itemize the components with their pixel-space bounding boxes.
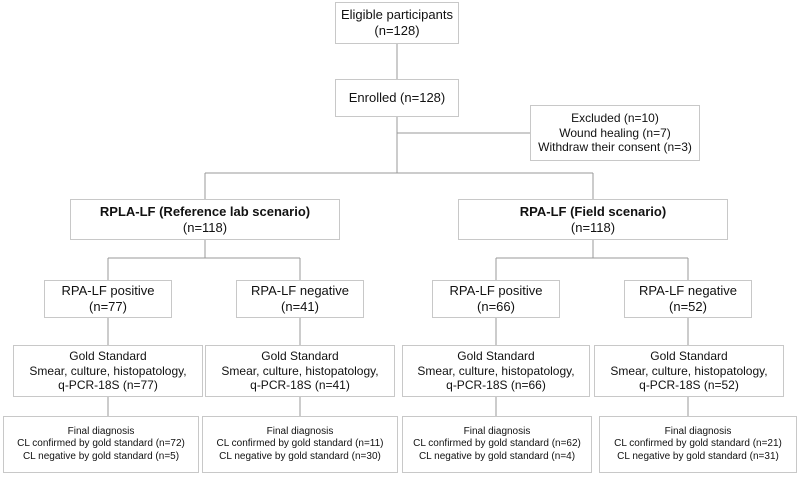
result-count: (n=52)	[669, 299, 707, 314]
final-title: Final diagnosis	[266, 425, 334, 437]
final-line: CL confirmed by gold standard (n=11)	[216, 438, 384, 450]
gold-standard-box: Gold Standard Smear, culture, histopatol…	[402, 345, 590, 397]
excluded-reason: Withdraw their consent (n=3)	[538, 140, 692, 155]
eligible-count: (n=128)	[374, 23, 420, 38]
arm-box-field: RPA-LF (Field scenario) (n=118)	[458, 199, 728, 240]
arm-box-reference-lab: RPLA-LF (Reference lab scenario) (n=118)	[70, 199, 340, 240]
final-diagnosis-box: Final diagnosis CL confirmed by gold sta…	[3, 416, 199, 473]
eligible-box: Eligible participants (n=128)	[335, 2, 459, 44]
result-label: RPA-LF negative	[250, 283, 350, 299]
gold-standard-box: Gold Standard Smear, culture, histopatol…	[594, 345, 784, 397]
enrolled-box: Enrolled (n=128)	[335, 79, 459, 117]
gold-line: Smear, culture, histopatology,	[221, 363, 379, 378]
final-line: CL confirmed by gold standard (n=21)	[614, 438, 782, 450]
gold-title: Gold Standard	[69, 349, 147, 364]
gold-title: Gold Standard	[261, 349, 339, 364]
gold-title: Gold Standard	[650, 349, 728, 364]
gold-line: q-PCR-18S (n=52)	[639, 378, 739, 393]
final-title: Final diagnosis	[664, 425, 732, 437]
final-title: Final diagnosis	[463, 425, 531, 437]
result-count: (n=41)	[281, 299, 319, 314]
final-line: CL negative by gold standard (n=4)	[418, 450, 576, 462]
final-line: CL confirmed by gold standard (n=72)	[17, 438, 185, 450]
result-box-negative: RPA-LF negative (n=41)	[236, 280, 364, 318]
enrolled-title: Enrolled (n=128)	[348, 90, 446, 106]
final-diagnosis-box: Final diagnosis CL confirmed by gold sta…	[402, 416, 592, 473]
gold-line: Smear, culture, histopatology,	[29, 363, 187, 378]
final-diagnosis-box: Final diagnosis CL confirmed by gold sta…	[599, 416, 797, 473]
gold-line: Smear, culture, histopatology,	[610, 363, 768, 378]
eligible-title: Eligible participants	[340, 7, 453, 23]
arm-count: (n=118)	[182, 219, 228, 235]
final-line: CL confirmed by gold standard (n=62)	[413, 438, 581, 450]
gold-title: Gold Standard	[457, 349, 535, 364]
result-count: (n=77)	[89, 299, 127, 314]
final-diagnosis-box: Final diagnosis CL confirmed by gold sta…	[202, 416, 398, 473]
result-label: RPA-LF positive	[449, 283, 543, 299]
excluded-reason: Wound healing (n=7)	[559, 125, 671, 140]
gold-line: Smear, culture, histopatology,	[417, 363, 575, 378]
result-label: RPA-LF positive	[61, 283, 155, 299]
gold-line: q-PCR-18S (n=77)	[58, 378, 158, 393]
excluded-title: Excluded (n=10)	[571, 111, 659, 126]
arm-count: (n=118)	[570, 219, 616, 235]
final-line: CL negative by gold standard (n=5)	[22, 450, 180, 462]
gold-line: q-PCR-18S (n=66)	[446, 378, 546, 393]
result-box-positive: RPA-LF positive (n=77)	[44, 280, 172, 318]
result-label: RPA-LF negative	[638, 283, 738, 299]
arm-title: RPA-LF (Field scenario)	[519, 203, 667, 219]
result-box-negative: RPA-LF negative (n=52)	[624, 280, 752, 318]
result-box-positive: RPA-LF positive (n=66)	[432, 280, 560, 318]
result-count: (n=66)	[477, 299, 515, 314]
final-line: CL negative by gold standard (n=31)	[617, 450, 779, 462]
gold-line: q-PCR-18S (n=41)	[250, 378, 350, 393]
gold-standard-box: Gold Standard Smear, culture, histopatol…	[205, 345, 395, 397]
final-line: CL negative by gold standard (n=30)	[219, 450, 381, 462]
excluded-box: Excluded (n=10) Wound healing (n=7) With…	[530, 105, 700, 161]
final-title: Final diagnosis	[67, 425, 135, 437]
arm-title: RPLA-LF (Reference lab scenario)	[99, 203, 311, 219]
gold-standard-box: Gold Standard Smear, culture, histopatol…	[13, 345, 203, 397]
